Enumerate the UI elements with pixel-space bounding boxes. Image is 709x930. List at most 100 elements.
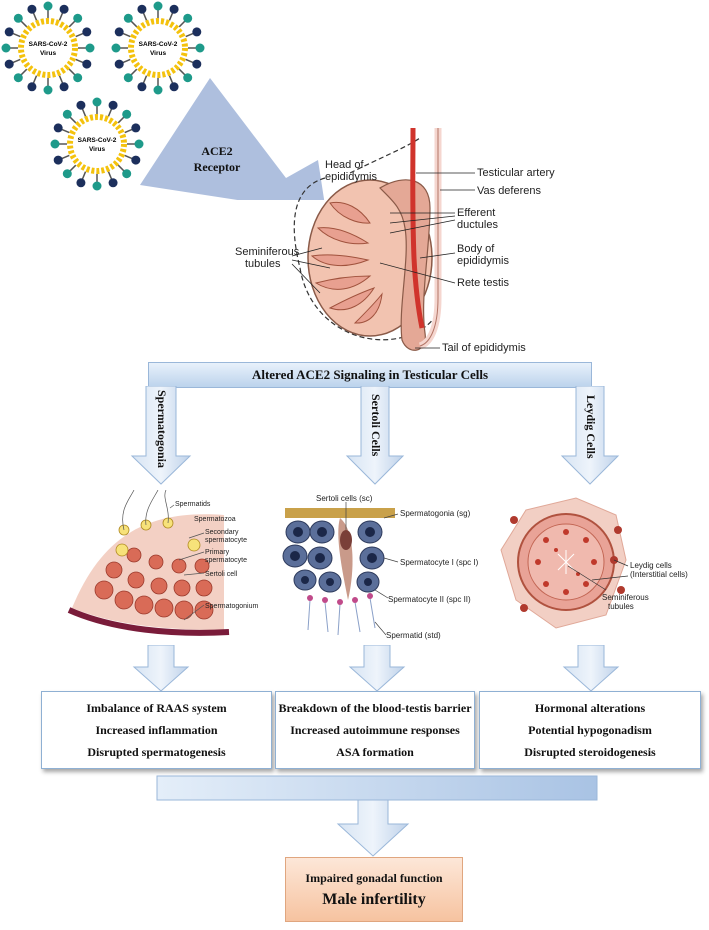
virus-label-line2: Virus	[89, 146, 106, 153]
label-rete-testis: Rete testis	[457, 277, 509, 289]
p2-label-std: Spermatid (std)	[386, 631, 441, 640]
virus-spike	[50, 139, 60, 149]
label-efferent-2: ductules	[457, 219, 498, 231]
effect-arrow-2	[348, 645, 406, 692]
label-head-epididymis-2: epididymis	[325, 171, 377, 183]
virus-spike	[131, 123, 141, 133]
virus-spike	[169, 4, 179, 14]
virus-spike	[134, 139, 144, 149]
testicular-artery	[410, 128, 425, 329]
virus-spike	[13, 73, 23, 83]
testis-anatomy: Head of epididymis Testicular artery Vas…	[235, 128, 555, 354]
collector-bar	[156, 775, 598, 801]
virus-spike	[108, 100, 118, 110]
p1-label-primary-2: spermatocyte	[205, 557, 247, 564]
virus-spike	[73, 73, 83, 83]
receptor-label-line2: Receptor	[194, 160, 241, 174]
branch-label-spermatogonia: Spermatogonia	[155, 390, 169, 468]
p2-label-sertoli: Sertoli cells (sc)	[316, 494, 373, 503]
p2-label-spc1: Spermatocyte I (spc I)	[400, 558, 479, 567]
virus-spike	[122, 169, 132, 179]
virus-spike	[27, 82, 37, 92]
virus-spike	[123, 73, 133, 83]
label-body-2: epididymis	[457, 255, 509, 267]
effect-box-sertoli: Breakdown of the blood-testis barrier In…	[275, 691, 475, 769]
altered-signaling-banner: Altered ACE2 Signaling in Testicular Cel…	[148, 362, 592, 388]
virus-spike	[183, 73, 193, 83]
label-body-1: Body of	[457, 243, 495, 255]
virus-spike	[183, 13, 193, 23]
ace2-receptor-arrow	[140, 78, 325, 200]
virus-spike	[4, 27, 14, 37]
sertoli-panel: Sertoli cells (sc) Spermatogonia (sg) Sp…	[282, 494, 479, 640]
virus-spike	[192, 59, 202, 69]
p1-label-spermatids: Spermatids	[175, 501, 211, 508]
leydig-panel: Leydig cells (Interstitial cells) Semini…	[500, 497, 688, 629]
branch-arrow-1	[130, 386, 192, 485]
virus-spike	[85, 43, 95, 53]
effect-3-3: Disrupted steroidogenesis	[524, 745, 656, 759]
virus-spike	[82, 27, 92, 37]
virus-spike	[192, 27, 202, 37]
effect-2-2: Increased autoimmune responses	[290, 723, 460, 737]
effect-1-1: Imbalance of RAAS system	[86, 701, 227, 715]
virus-spike	[114, 59, 124, 69]
virus-spike	[195, 43, 205, 53]
virus-spike	[82, 59, 92, 69]
virus-spike	[4, 59, 14, 69]
p1-label-spermatozoa: Spermatozoa	[194, 516, 236, 523]
p3-label-leydig-2: (Interstitial cells)	[630, 570, 688, 579]
virus-spike	[53, 123, 63, 133]
branch-label-leydig: Leydig Cells	[584, 395, 598, 459]
virus-label-line1: SARS-CoV-2	[29, 41, 68, 48]
branch-arrow-3	[560, 386, 620, 485]
p1-label-primary-1: Primary	[205, 549, 230, 556]
receptor-label-line1: ACE2	[201, 144, 232, 158]
effect-arrows	[132, 645, 620, 692]
p1-label-secondary-2: spermatocyte	[205, 537, 247, 544]
virus-label-line2: Virus	[40, 50, 57, 57]
effect-box-spermatogonia: Imbalance of RAAS system Increased infla…	[41, 691, 272, 769]
p3-label-sem-2: tubules	[608, 602, 634, 611]
virus-spike	[108, 178, 118, 188]
virus-spike	[73, 13, 83, 23]
virus-label-line1: SARS-CoV-2	[78, 137, 117, 144]
virus-spike	[76, 178, 86, 188]
effect-box-leydig: Hormonal alterations Potential hypogonad…	[479, 691, 701, 769]
branch-label-sertoli: Sertoli Cells	[369, 394, 383, 457]
effect-1-2: Increased inflammation	[95, 723, 218, 737]
p3-label-leydig-1: Leydig cells	[630, 561, 672, 570]
p2-label-spc2: Spermatocyte II (spc II)	[388, 595, 471, 604]
outcome-box: Impaired gonadal function Male infertili…	[285, 857, 463, 922]
label-seminiferous-1: Seminiferous	[235, 246, 300, 258]
virus-spike	[43, 85, 53, 95]
effect-1-3: Disrupted spermatogenesis	[87, 745, 226, 759]
virus-label-line1: SARS-CoV-2	[139, 41, 178, 48]
virus-spike	[123, 13, 133, 23]
virus-spike	[169, 82, 179, 92]
p2-label-spermatogonia: Spermatogonia (sg)	[400, 509, 471, 518]
collector-arrow	[156, 775, 598, 857]
effect-2-1: Breakdown of the blood-testis barrier	[278, 701, 472, 715]
virus-spike	[131, 155, 141, 165]
virus-spike	[92, 181, 102, 191]
virus-spike	[62, 109, 72, 119]
virus-spike	[111, 43, 121, 53]
virus-spike	[59, 82, 69, 92]
label-tail-epididymis: Tail of epididymis	[442, 342, 526, 354]
effect-3-2: Potential hypogonadism	[528, 723, 652, 737]
virus-spike	[122, 109, 132, 119]
virus-spike	[137, 82, 147, 92]
label-efferent-1: Efferent	[457, 207, 495, 219]
virus-spike	[62, 169, 72, 179]
label-testicular-artery: Testicular artery	[477, 167, 555, 179]
p1-label-secondary-1: Secondary	[205, 529, 239, 536]
virus-spike	[153, 1, 163, 11]
virus-label-line2: Virus	[150, 50, 167, 57]
branch-arrow-2	[345, 386, 405, 485]
virus-spike	[92, 97, 102, 107]
spermatogenesis-panel: Spermatids Spermatozoa Secondary spermat…	[67, 490, 258, 636]
